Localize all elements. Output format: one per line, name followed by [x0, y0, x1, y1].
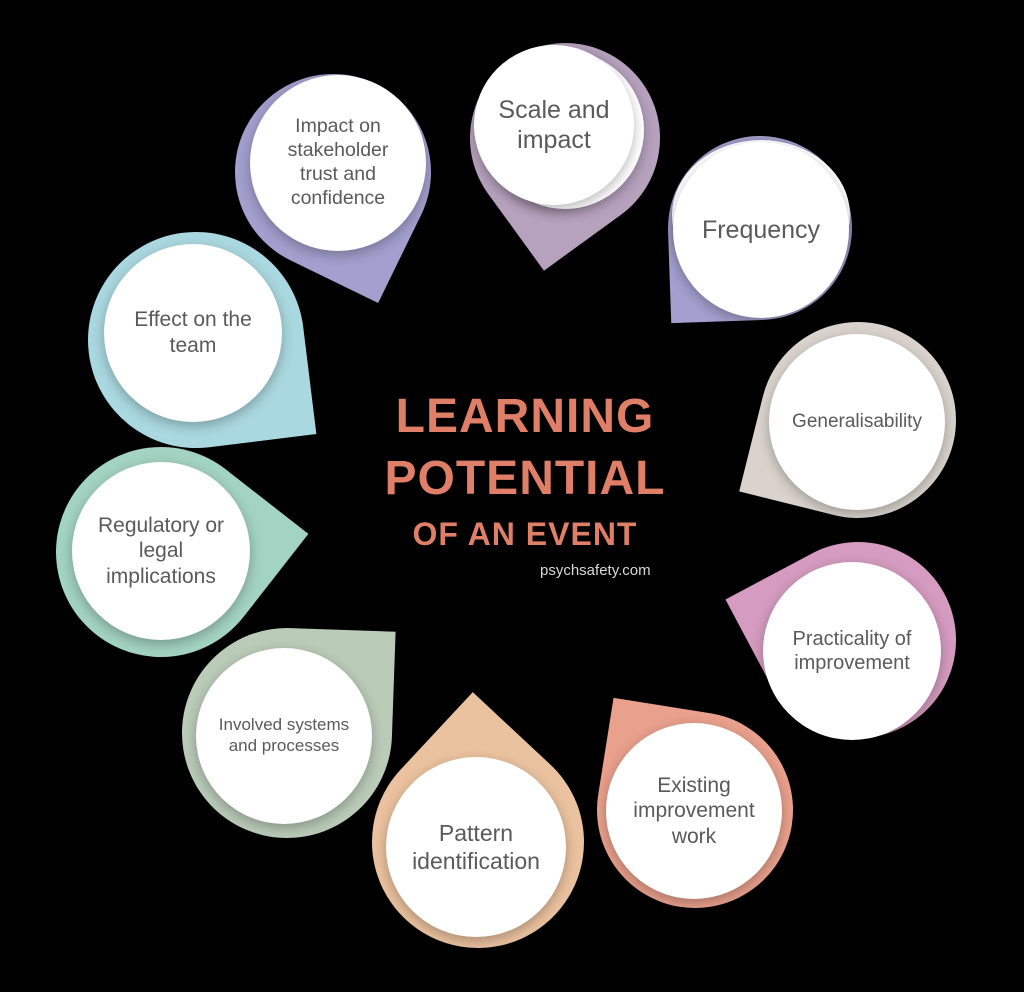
item-label: Impact on stakeholder trust and confiden… — [287, 115, 389, 209]
item-label: Generalisability — [792, 411, 922, 433]
item-label: Regulatory or legal implications — [97, 513, 225, 588]
diagram-title: LEARNING POTENTIAL OF AN EVENT — [330, 388, 720, 556]
item-label: Pattern identification — [412, 819, 540, 874]
effect-inner-circle: Effect on the team — [104, 244, 282, 422]
item-label: Practicality of improvement — [792, 627, 912, 674]
item-label: Frequency — [701, 215, 821, 244]
existing-inner-circle: Existing improvement work — [606, 723, 782, 899]
pattern-inner-circle: Pattern identification — [386, 757, 566, 937]
item-label: Existing improvement work — [633, 773, 755, 848]
title-line-1: LEARNING — [395, 390, 655, 443]
source-credit: psychsafety.com — [540, 562, 651, 579]
generalisability-inner-circle: Generalisability — [769, 334, 945, 510]
item-label: Involved systems and processes — [218, 715, 350, 755]
item-label: Effect on the team — [134, 308, 252, 357]
scale-inner-circle: Scale and impact — [474, 45, 634, 205]
title-line-2: POTENTIAL — [384, 452, 666, 505]
title-line-3: OF AN EVENT — [412, 516, 638, 552]
practicality-inner-circle: Practicality of improvement — [763, 562, 941, 740]
impact-inner-circle: Impact on stakeholder trust and confiden… — [250, 75, 426, 251]
involved-inner-circle: Involved systems and processes — [196, 648, 372, 824]
frequency-inner-circle: Frequency — [673, 142, 849, 318]
item-label: Scale and impact — [498, 95, 610, 155]
regulatory-inner-circle: Regulatory or legal implications — [72, 462, 250, 640]
